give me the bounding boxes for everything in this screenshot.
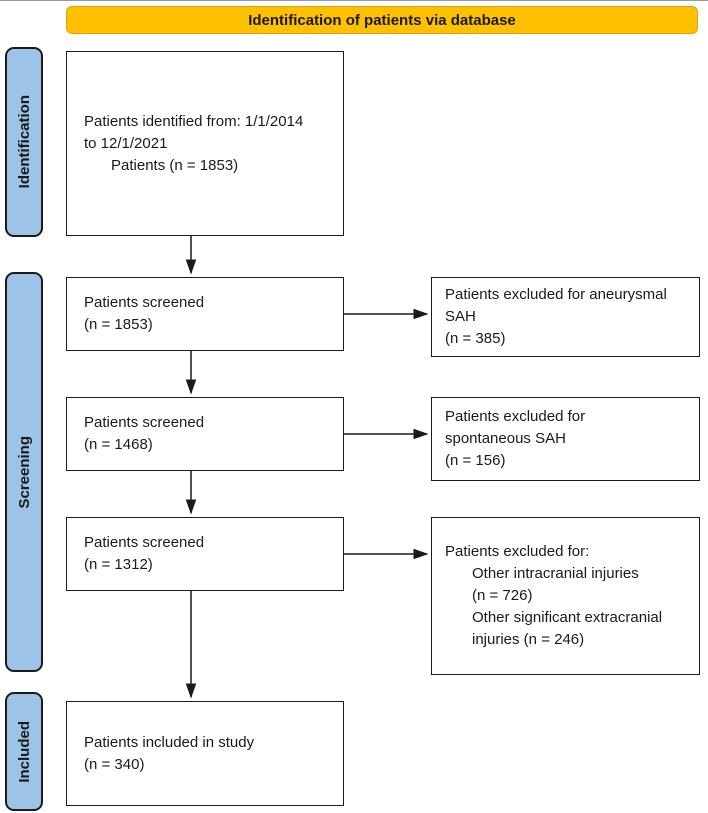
box-line: (n = 156) [445, 452, 506, 469]
box-line: SAH [445, 308, 476, 325]
box-line: Patients identified from: 1/1/2014 [84, 112, 304, 130]
box-line: to 12/1/2021 [84, 134, 168, 152]
stage-included-text: Included [15, 720, 33, 783]
box-patients-identified: Patients identified from: 1/1/2014 to 12… [66, 51, 344, 236]
box-line: (n = 726) [472, 587, 533, 604]
box-excluded-aneurysmal-sah: Patients excluded for aneurysmal SAH (n … [431, 277, 700, 357]
box-line: spontaneous SAH [445, 430, 566, 447]
box-line: injuries (n = 246) [472, 631, 585, 648]
box-line: Patients excluded for: [445, 543, 590, 560]
box-line: Other significant extracranial [472, 609, 663, 626]
box-line: (n = 385) [445, 330, 506, 347]
box-patients-screened-1853: Patients screened (n = 1853) [66, 277, 344, 351]
box-line: Patients screened [84, 534, 205, 551]
box-line: Patients excluded for [445, 408, 586, 425]
box-excluded-spontaneous-sah: Patients excluded for spontaneous SAH (n… [431, 397, 700, 481]
box-line: (n = 1312) [84, 556, 153, 573]
box-line: Patients screened [84, 294, 205, 311]
stage-label-identification: Identification [5, 47, 43, 237]
box-patients-included: Patients included in study (n = 340) [66, 701, 344, 806]
box-line: Patients screened [84, 414, 205, 431]
stage-screening-text: Screening [15, 435, 33, 509]
box-line: Patients (n = 1853) [111, 156, 239, 174]
box-line: Patients included in study [84, 733, 255, 751]
box-line: Patients excluded for aneurysmal [445, 286, 667, 303]
banner-identification-via-database: Identification of patients via database [66, 6, 698, 34]
box-excluded-other-injuries: Patients excluded for: Other intracrania… [431, 517, 700, 675]
box-line: (n = 1853) [84, 316, 153, 333]
stage-label-included: Included [5, 692, 43, 811]
stage-label-screening: Screening [5, 272, 43, 672]
box-patients-screened-1312: Patients screened (n = 1312) [66, 517, 344, 591]
box-line: (n = 340) [84, 755, 145, 773]
box-patients-screened-1468: Patients screened (n = 1468) [66, 397, 344, 471]
box-line: (n = 1468) [84, 436, 153, 453]
stage-identification-text: Identification [15, 95, 33, 189]
banner-label: Identification of patients via database [248, 11, 516, 29]
box-line: Other intracranial injuries [472, 565, 639, 582]
